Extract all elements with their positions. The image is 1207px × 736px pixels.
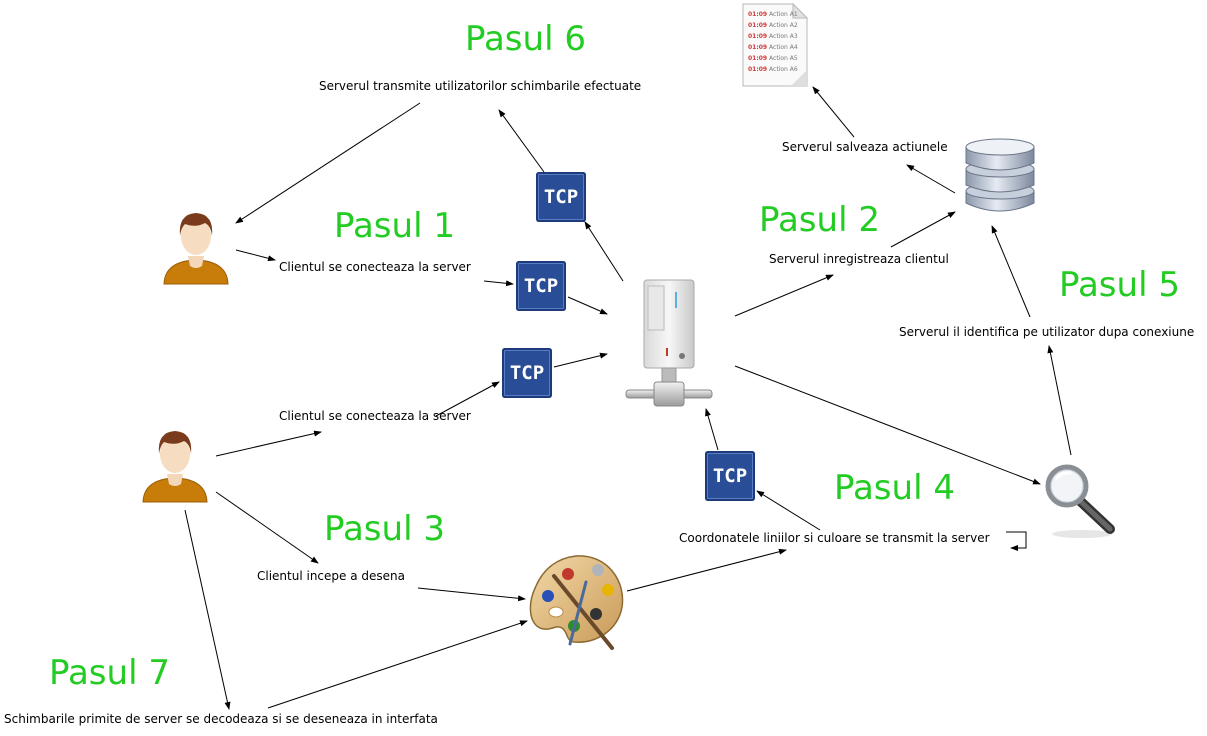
arrow bbox=[567, 296, 608, 315]
log-action: Action A5 bbox=[769, 55, 798, 62]
arrow bbox=[705, 408, 719, 451]
arrow bbox=[991, 225, 1031, 318]
palette-icon bbox=[529, 555, 624, 650]
log-time: 01:09 bbox=[748, 33, 767, 40]
svg-text:01:09 Action A2: 01:09 Action A2 bbox=[748, 22, 798, 29]
step-title-3: Pasul 3 bbox=[324, 509, 445, 549]
arrow bbox=[1047, 345, 1072, 456]
arrow bbox=[812, 86, 855, 138]
log-action: Action A3 bbox=[769, 33, 798, 40]
label-coordinates: Coordonatele liniilor si culoare se tran… bbox=[679, 531, 990, 545]
arrow bbox=[435, 381, 500, 417]
tcp-icon: TCP bbox=[502, 348, 552, 398]
tcp-icon: TCP bbox=[536, 172, 586, 222]
label-server-transmits: Serverul transmite utilizatorilor schimb… bbox=[319, 79, 642, 93]
log-time: 01:09 bbox=[748, 55, 767, 62]
tcp-icon-text: TCP bbox=[509, 362, 545, 384]
log-time: 01:09 bbox=[748, 22, 767, 29]
arrow-loop bbox=[1006, 531, 1027, 551]
svg-text:01:09 Action A3: 01:09 Action A3 bbox=[748, 33, 798, 40]
arrow bbox=[215, 430, 322, 457]
label-client-connects-2: Clientul se conecteaza la server bbox=[279, 409, 471, 423]
log-time: 01:09 bbox=[748, 44, 767, 51]
step-title-4: Pasul 4 bbox=[834, 468, 955, 508]
label-server-saves: Serverul salveaza actiunele bbox=[782, 140, 948, 154]
tcp-icon-text: TCP bbox=[712, 465, 748, 487]
magnifier-icon bbox=[1045, 464, 1115, 538]
step-title-6: Pasul 6 bbox=[465, 19, 586, 59]
database-icon bbox=[965, 138, 1035, 212]
arrow bbox=[906, 164, 956, 194]
arrow bbox=[267, 620, 528, 709]
arrow bbox=[734, 365, 1041, 485]
tcp-icon: TCP bbox=[705, 451, 755, 501]
arrow bbox=[235, 102, 421, 224]
label-client-draws: Clientul incepe a desena bbox=[257, 569, 405, 583]
arrow bbox=[498, 109, 545, 173]
tcp-icon: TCP bbox=[516, 261, 566, 311]
label-server-identifies: Serverul il identifica pe utilizator dup… bbox=[899, 325, 1195, 339]
step-title-1: Pasul 1 bbox=[334, 206, 455, 246]
label-changes-decoded: Schimbarile primite de server se decodea… bbox=[4, 712, 438, 726]
arrow bbox=[215, 491, 319, 564]
svg-text:01:09 Action A5: 01:09 Action A5 bbox=[748, 55, 798, 62]
step-title-5: Pasul 5 bbox=[1059, 265, 1180, 305]
arrow bbox=[890, 211, 956, 248]
log-time: 01:09 bbox=[748, 11, 767, 18]
user-icon bbox=[142, 431, 208, 503]
log-action: Action A1 bbox=[769, 11, 798, 18]
svg-text:01:09 Action A1: 01:09 Action A1 bbox=[748, 11, 798, 18]
arrow bbox=[483, 280, 514, 287]
arrow bbox=[584, 221, 624, 282]
svg-text:01:09 Action A6: 01:09 Action A6 bbox=[748, 66, 798, 73]
step-title-7: Pasul 7 bbox=[49, 653, 170, 693]
tcp-icon-text: TCP bbox=[523, 275, 559, 297]
arrow bbox=[553, 352, 608, 368]
arrow bbox=[734, 274, 834, 317]
svg-text:01:09 Action A4: 01:09 Action A4 bbox=[748, 44, 798, 51]
arrow bbox=[756, 490, 821, 531]
step-title-2: Pasul 2 bbox=[759, 200, 880, 240]
log-action: Action A6 bbox=[769, 66, 798, 73]
user-icon bbox=[163, 213, 229, 285]
arrow bbox=[184, 509, 231, 710]
log-document-icon: 01:09 Action A1 01:09 Action A2 01:09 Ac… bbox=[742, 2, 809, 87]
log-time: 01:09 bbox=[748, 66, 767, 73]
tcp-icon-text: TCP bbox=[543, 186, 579, 208]
arrow bbox=[417, 587, 526, 602]
arrow bbox=[235, 249, 276, 262]
label-client-connects-1: Clientul se conecteaza la server bbox=[279, 260, 471, 274]
server-icon bbox=[625, 279, 713, 407]
label-server-registers: Serverul inregistreaza clientul bbox=[769, 252, 949, 266]
log-action: Action A2 bbox=[769, 22, 798, 29]
arrow bbox=[626, 548, 787, 592]
log-action: Action A4 bbox=[769, 44, 798, 51]
